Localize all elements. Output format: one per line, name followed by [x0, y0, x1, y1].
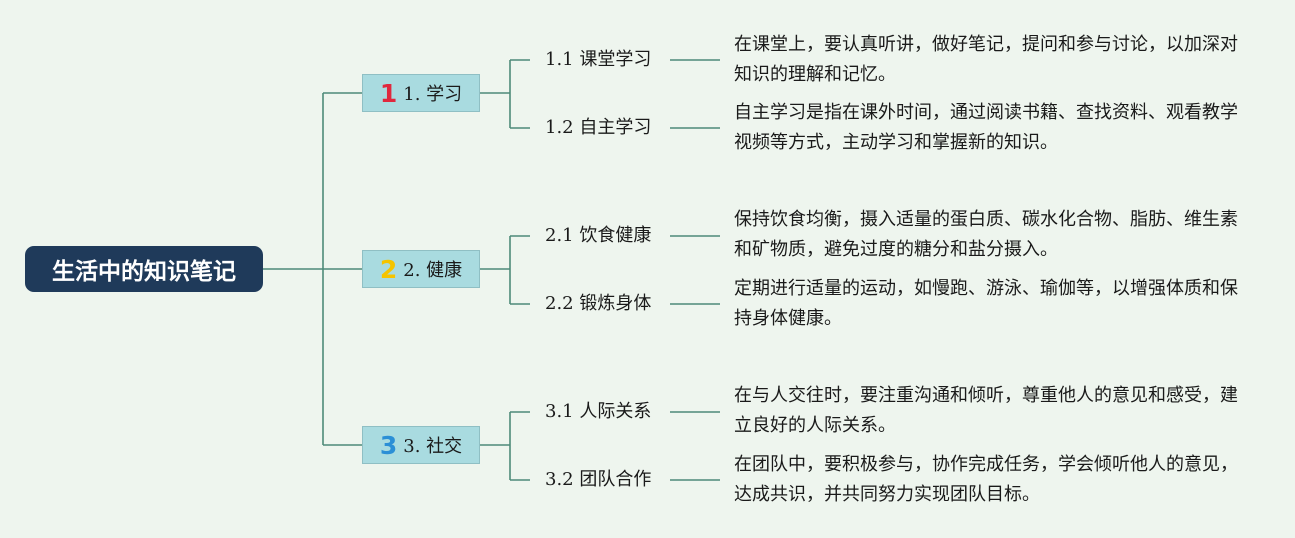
leaf-description: 在课堂上，要认真听讲，做好笔记，提问和参与讨论，以加深对知识的理解和记忆。 [734, 34, 1238, 85]
leaf-label: 2.1 饮食健康 [545, 225, 652, 246]
leaf-description: 保持饮食均衡，摄入适量的蛋白质、碳水化合物、脂肪、维生素和矿物质，避免过度的糖分… [734, 209, 1238, 260]
branch-social[interactable]: 3 3. 社交 [362, 426, 480, 464]
leaf-label: 3.1 人际关系 [545, 401, 652, 422]
leaf-teamwork[interactable]: 3.2 团队合作 [545, 467, 670, 493]
branch-health[interactable]: 2 2. 健康 [362, 250, 480, 288]
leaf-classroom-study[interactable]: 1.1 课堂学习 [545, 47, 670, 73]
leaf-label: 1.2 自主学习 [545, 117, 652, 138]
branch-label: 3. 社交 [403, 436, 463, 457]
number-2-icon: 2 [379, 254, 398, 284]
root-topic[interactable]: 生活中的知识笔记 [25, 246, 263, 292]
branch-label: 2. 健康 [403, 260, 463, 281]
leaf-exercise[interactable]: 2.2 锻炼身体 [545, 291, 670, 317]
root-topic-label: 生活中的知识笔记 [52, 259, 236, 285]
leaf-label: 2.2 锻炼身体 [545, 293, 652, 314]
leaf-description: 定期进行适量的运动，如慢跑、游泳、瑜伽等，以增强体质和保持身体健康。 [734, 278, 1238, 329]
leaf-description: 在与人交往时，要注重沟通和倾听，尊重他人的意见和感受，建立良好的人际关系。 [734, 385, 1238, 436]
leaf-relationships[interactable]: 3.1 人际关系 [545, 399, 670, 425]
leaf-label: 1.1 课堂学习 [545, 49, 652, 70]
branch-study[interactable]: 1 1. 学习 [362, 74, 480, 112]
leaf-description: 在团队中，要积极参与，协作完成任务，学会倾听他人的意见，达成共识，并共同努力实现… [734, 454, 1238, 505]
leaf-diet-health[interactable]: 2.1 饮食健康 [545, 223, 670, 249]
number-3-icon: 3 [379, 430, 398, 460]
leaf-description: 自主学习是指在课外时间，通过阅读书籍、查找资料、观看教学视频等方式，主动学习和掌… [734, 102, 1238, 153]
leaf-label: 3.2 团队合作 [545, 469, 652, 490]
branch-label: 1. 学习 [403, 84, 463, 105]
number-1-icon: 1 [379, 78, 398, 108]
leaf-self-study[interactable]: 1.2 自主学习 [545, 115, 670, 141]
